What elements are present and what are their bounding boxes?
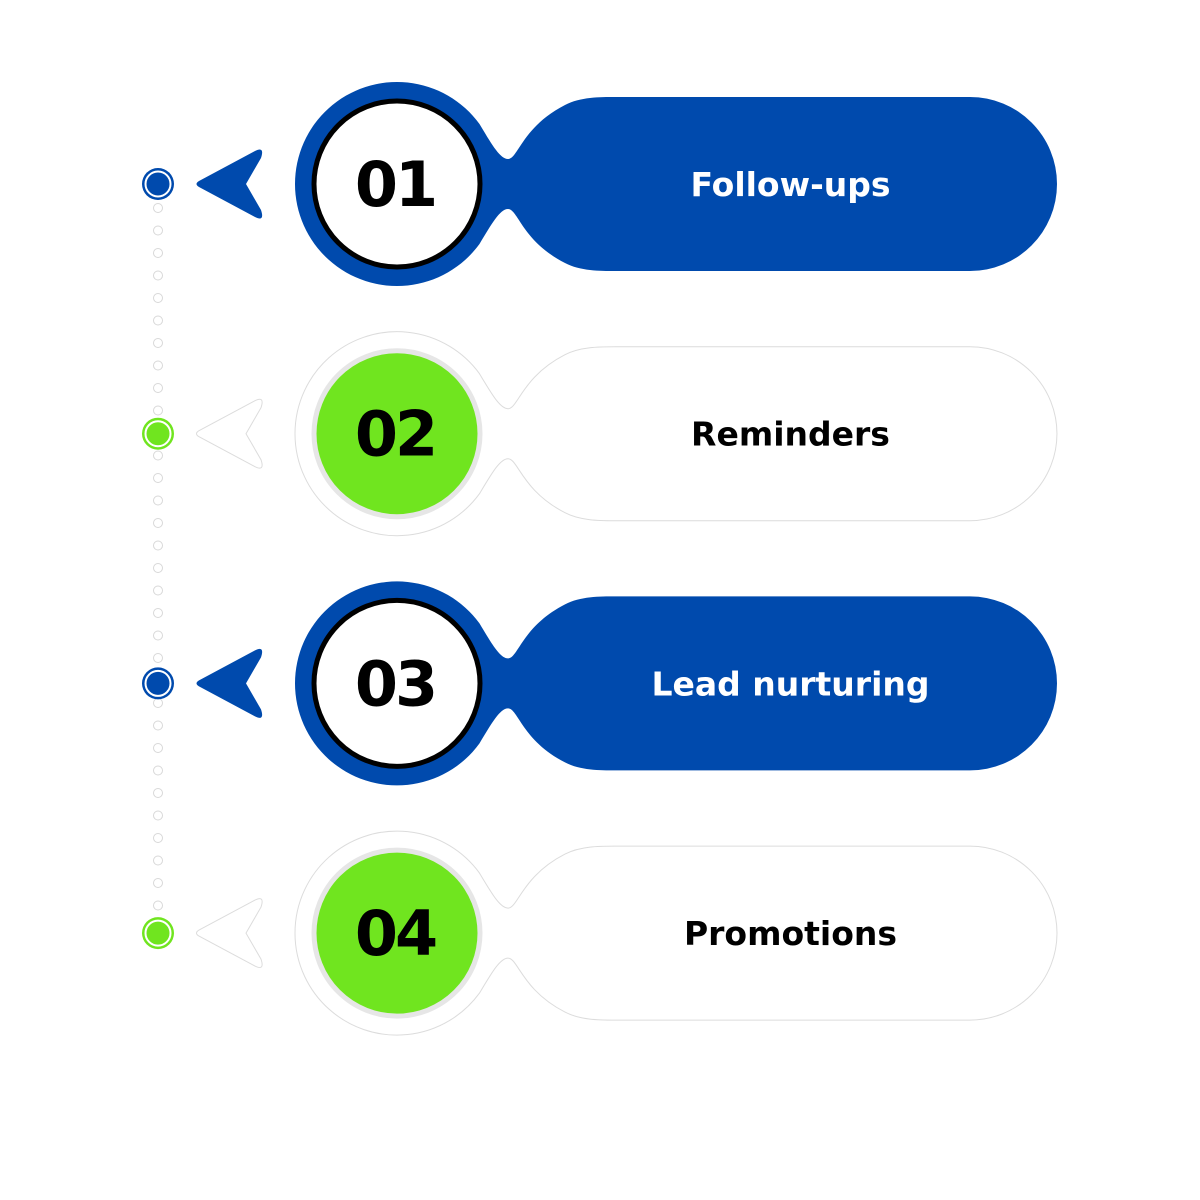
timeline-dot <box>153 360 163 371</box>
timeline-dot <box>153 833 163 843</box>
timeline-dot <box>153 720 163 731</box>
timeline-dot <box>153 585 163 596</box>
timeline-dotted-line <box>153 203 163 911</box>
timeline-dot <box>153 878 163 888</box>
timeline-dot <box>153 248 163 258</box>
timeline-dot <box>153 338 163 348</box>
step-label: Reminders <box>691 415 890 454</box>
step-card <box>294 82 1057 287</box>
timeline-dot <box>153 810 163 821</box>
step-number: 04 <box>355 897 436 970</box>
step-item: 02 Reminders <box>142 331 1058 537</box>
timeline-dot <box>153 383 163 393</box>
step-card <box>294 581 1057 786</box>
timeline-dot <box>153 293 163 303</box>
timeline-dot <box>153 563 163 573</box>
timeline-dot <box>153 900 163 911</box>
timeline-dot <box>153 405 163 416</box>
step-label: Follow-ups <box>690 165 890 204</box>
timeline-dot <box>153 495 163 506</box>
step-card <box>294 331 1058 537</box>
step-number: 01 <box>355 148 435 221</box>
timeline-dot <box>153 518 163 528</box>
step-number: 03 <box>355 647 435 720</box>
timeline-dot <box>153 743 163 753</box>
timeline-dot <box>153 203 163 213</box>
timeline-dot <box>153 270 163 281</box>
step-label: Promotions <box>684 914 897 953</box>
timeline-dot <box>153 473 163 483</box>
arrow-left-outline-icon <box>196 398 263 469</box>
timeline-dot <box>153 540 163 551</box>
step-label: Lead nurturing <box>651 664 929 703</box>
timeline-dot <box>153 765 163 776</box>
arrow-left-icon <box>196 149 263 219</box>
arrow-left-icon <box>196 648 263 718</box>
step-number-badge: 03 <box>311 597 483 769</box>
timeline-dot-icon <box>142 667 174 700</box>
step-item: 04 Promotions <box>142 830 1058 1036</box>
step-number-badge: 04 <box>311 847 483 1019</box>
timeline-dot-icon <box>142 917 174 950</box>
timeline-dot <box>153 608 163 618</box>
timeline-dot <box>153 450 163 461</box>
arrow-left-outline-icon <box>196 898 263 969</box>
step-item: 03 Lead nurturing <box>142 581 1057 786</box>
step-card <box>294 830 1058 1036</box>
step-number-badge: 01 <box>311 98 483 270</box>
step-number-badge: 02 <box>311 348 483 520</box>
timeline-dot <box>153 698 163 708</box>
timeline-dot <box>153 653 163 663</box>
timeline-dot <box>153 225 163 236</box>
timeline-dot <box>153 630 163 641</box>
timeline-dot <box>153 788 163 798</box>
timeline-dot-icon <box>142 168 174 200</box>
timeline-dot <box>153 315 163 326</box>
step-item: 01 Follow-ups <box>142 82 1057 287</box>
step-number: 02 <box>355 398 435 471</box>
timeline-dot-icon <box>142 417 174 450</box>
timeline-dot <box>153 855 163 866</box>
